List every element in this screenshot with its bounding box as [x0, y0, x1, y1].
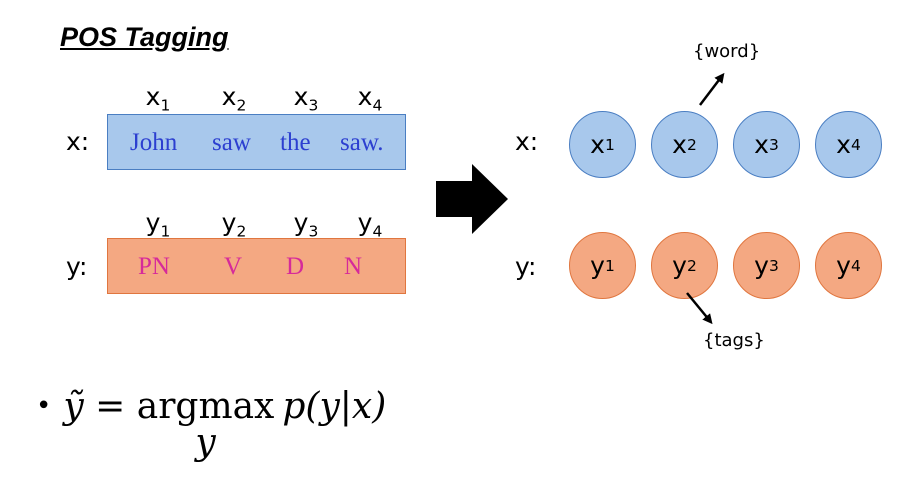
word-token: John: [130, 129, 178, 156]
tags-annotation: {tags}: [703, 330, 765, 351]
x-index-1: x1: [145, 82, 171, 115]
y-row-label: y:: [66, 252, 88, 281]
argmax-subscript: y: [195, 422, 216, 463]
word-token: saw: [212, 129, 251, 156]
right-arrow-icon: [436, 164, 508, 234]
x-index-4: x4: [357, 82, 383, 115]
y-index-1: y1: [145, 208, 171, 241]
tag-token: N: [344, 253, 363, 280]
x-row-label: x:: [66, 127, 90, 156]
x-node-row-label: x:: [515, 127, 539, 156]
tag-token: PN: [138, 253, 170, 280]
word-token: the: [280, 129, 311, 156]
tag-token: D: [286, 253, 305, 280]
x-index-3: x3: [293, 82, 319, 115]
tags-pointer-arrow-icon: [686, 292, 713, 325]
y-index-3: y3: [293, 208, 319, 241]
tag-token: V: [224, 253, 243, 280]
page-title: POS Tagging: [60, 22, 229, 52]
word-token: saw.: [340, 129, 384, 156]
y-index-2: y2: [221, 208, 247, 241]
y-index-4: y4: [357, 208, 383, 241]
y-node-row-label: y:: [515, 252, 537, 281]
word-annotation: {word}: [693, 41, 761, 62]
formula-rhs: p(y|x): [282, 386, 387, 427]
sentence-box: John saw the saw.: [107, 114, 406, 170]
x-index-2: x2: [221, 82, 247, 115]
word-pointer-arrow-icon: [699, 72, 725, 106]
bullet: •: [36, 391, 52, 421]
formula-lhs: ỹ =: [63, 386, 137, 427]
tags-box: PN V D N: [107, 238, 406, 294]
